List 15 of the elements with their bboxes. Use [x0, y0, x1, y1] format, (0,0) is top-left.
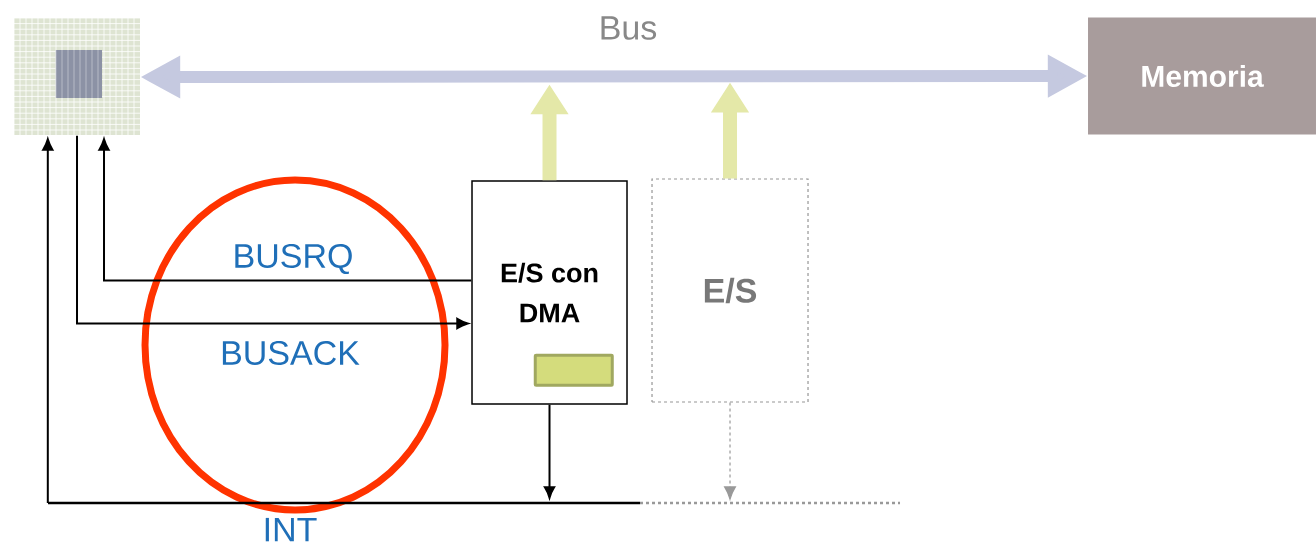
- signal-label: BUSACK: [222, 340, 360, 366]
- arrow: [543, 403, 556, 499]
- signal-label: INT: [265, 517, 317, 542]
- io-box: E/S: [651, 178, 809, 403]
- arrow: [98, 138, 473, 282]
- arrow: [724, 402, 736, 500]
- register-box: [533, 353, 614, 387]
- dma-io-box: E/S con DMA: [471, 180, 628, 405]
- interrupt-line: [48, 501, 900, 505]
- chip-drawing: [13, 17, 141, 136]
- signal-label: Bus: [601, 16, 657, 40]
- memory-box: Memoria: [1088, 17, 1316, 135]
- arrow: [76, 134, 469, 330]
- arrow: [42, 138, 54, 504]
- signal-label: BUSRQ: [235, 243, 352, 275]
